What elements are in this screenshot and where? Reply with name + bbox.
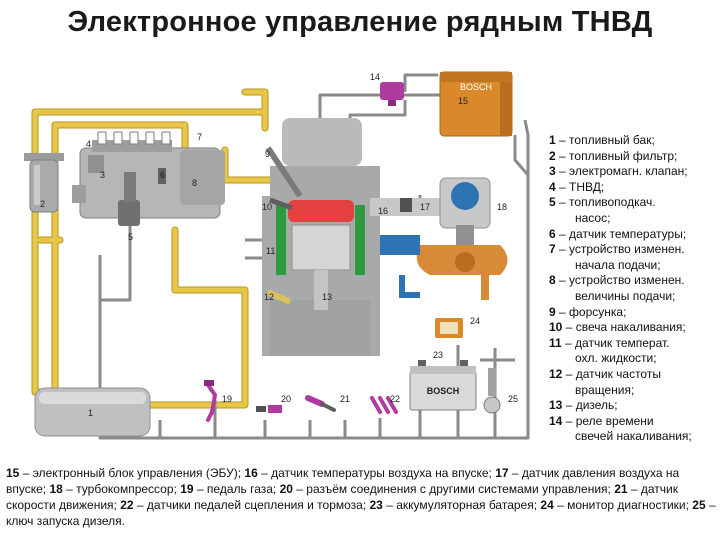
legend-item-continuation: насос; (575, 210, 611, 225)
label-2: 2 (40, 199, 45, 209)
legend-item: 7 – устройство изменен. (549, 242, 685, 257)
diesel-engine (262, 118, 380, 356)
legend-item: 10 – свеча накаливания; (549, 320, 686, 335)
label-3: 3 (100, 170, 105, 180)
legend-item: 24 – монитор диагностики; (540, 498, 693, 512)
label-10: 10 (262, 202, 272, 212)
legend-item: 13 – дизель; (549, 398, 618, 413)
label-12: 12 (264, 292, 274, 302)
clutch-brake-sensors (370, 396, 398, 414)
fuel-filter (24, 153, 64, 213)
label-18: 18 (497, 202, 507, 212)
legend-item: 9 – форсунка; (549, 304, 627, 319)
component-labels: 1 2 3 4 5 6 7 8 9 10 11 12 13 14 15 16 1… (40, 72, 518, 418)
legend-item: 25 – ключ запуска дизеля. (6, 498, 716, 528)
legend-item: 14 – реле времени (549, 413, 654, 428)
label-22: 22 (390, 394, 400, 404)
label-5: 5 (128, 232, 133, 242)
legend-item: 12 – датчик частоты (549, 366, 661, 381)
legend-item: 16 – датчик температуры воздуха на впуск… (244, 466, 496, 480)
label-11: 11 (266, 246, 275, 256)
label-14: 14 (370, 72, 380, 82)
legend-item: 17 – датчик давления воздуха на впуске; (6, 466, 680, 496)
label-9: 9 (265, 149, 270, 159)
legend-item-continuation: вращения; (575, 382, 635, 397)
legend-bottom: 15 – электронный блок управления (ЭБУ); … (6, 465, 718, 529)
label-8: 8 (192, 178, 197, 188)
label-16: 16 (378, 206, 388, 216)
legend-item: 19 – педаль газа; (180, 482, 280, 496)
label-24: 24 (470, 316, 480, 326)
label-20: 20 (281, 394, 291, 404)
legend-item: 15 – электронный блок управления (ЭБУ); (6, 466, 245, 480)
ecu-brand: BOSCH (460, 82, 492, 92)
label-6: 6 (160, 170, 165, 180)
label-19: 19 (222, 394, 232, 404)
legend-item: 20 – разъём соединения с другими система… (279, 482, 615, 496)
legend-item-continuation: начала подачи; (575, 257, 661, 272)
injection-pump (72, 131, 225, 226)
legend-item: 18 – турбокомпрессор; (49, 482, 181, 496)
vehicle-speed-sensor (305, 395, 336, 412)
turbocharger (380, 177, 508, 300)
diagnostic-monitor (435, 318, 463, 338)
label-23: 23 (433, 350, 443, 360)
legend-item: 6 – датчик температуры; (549, 226, 687, 241)
intake-sensors (370, 198, 440, 216)
legend-item: 11 – датчик температ. (549, 335, 670, 350)
ignition-switch (483, 368, 501, 414)
label-25: 25 (508, 394, 518, 404)
page-title: Электронное управление рядным ТНВД (67, 6, 653, 38)
ecu-unit: BOSCH (439, 71, 513, 137)
accelerator-pedal (204, 380, 218, 422)
fuel-tank (34, 387, 151, 437)
label-1: 1 (88, 408, 93, 418)
battery-brand: BOSCH (427, 386, 460, 396)
label-7: 7 (197, 132, 202, 142)
interface-connector (256, 405, 282, 413)
legend-item: 2 – топливный фильтр; (549, 148, 678, 163)
legend-item-continuation: свечей накаливания; (575, 429, 692, 444)
label-4: 4 (86, 139, 91, 149)
glow-relay (380, 82, 404, 106)
legend-item: 23 – аккумуляторная батарея; (369, 498, 541, 512)
legend-item: 22 – датчики педалей сцепления и тормоза… (120, 498, 370, 512)
legend-item: 1 – топливный бак; (549, 133, 655, 147)
legend-item: 5 – топливоподкач. (549, 195, 656, 210)
legend-item: 3 – электромагн. клапан; (549, 164, 688, 179)
legend-item: 8 – устройство изменен. (549, 273, 685, 288)
battery: BOSCH (409, 360, 477, 411)
legend-item: 21 – датчик скорости движения; (6, 482, 679, 512)
label-17: 17 (420, 202, 430, 212)
legend-item-continuation: величины подачи; (575, 288, 676, 303)
legend-right: 1 – топливный бак; 2 – топливный фильтр;… (549, 133, 719, 445)
label-13: 13 (322, 292, 332, 302)
legend-item: 4 – ТНВД; (549, 179, 605, 194)
legend-item-continuation: охл. жидкости; (575, 351, 657, 366)
label-15: 15 (458, 96, 468, 106)
label-21: 21 (340, 394, 350, 404)
